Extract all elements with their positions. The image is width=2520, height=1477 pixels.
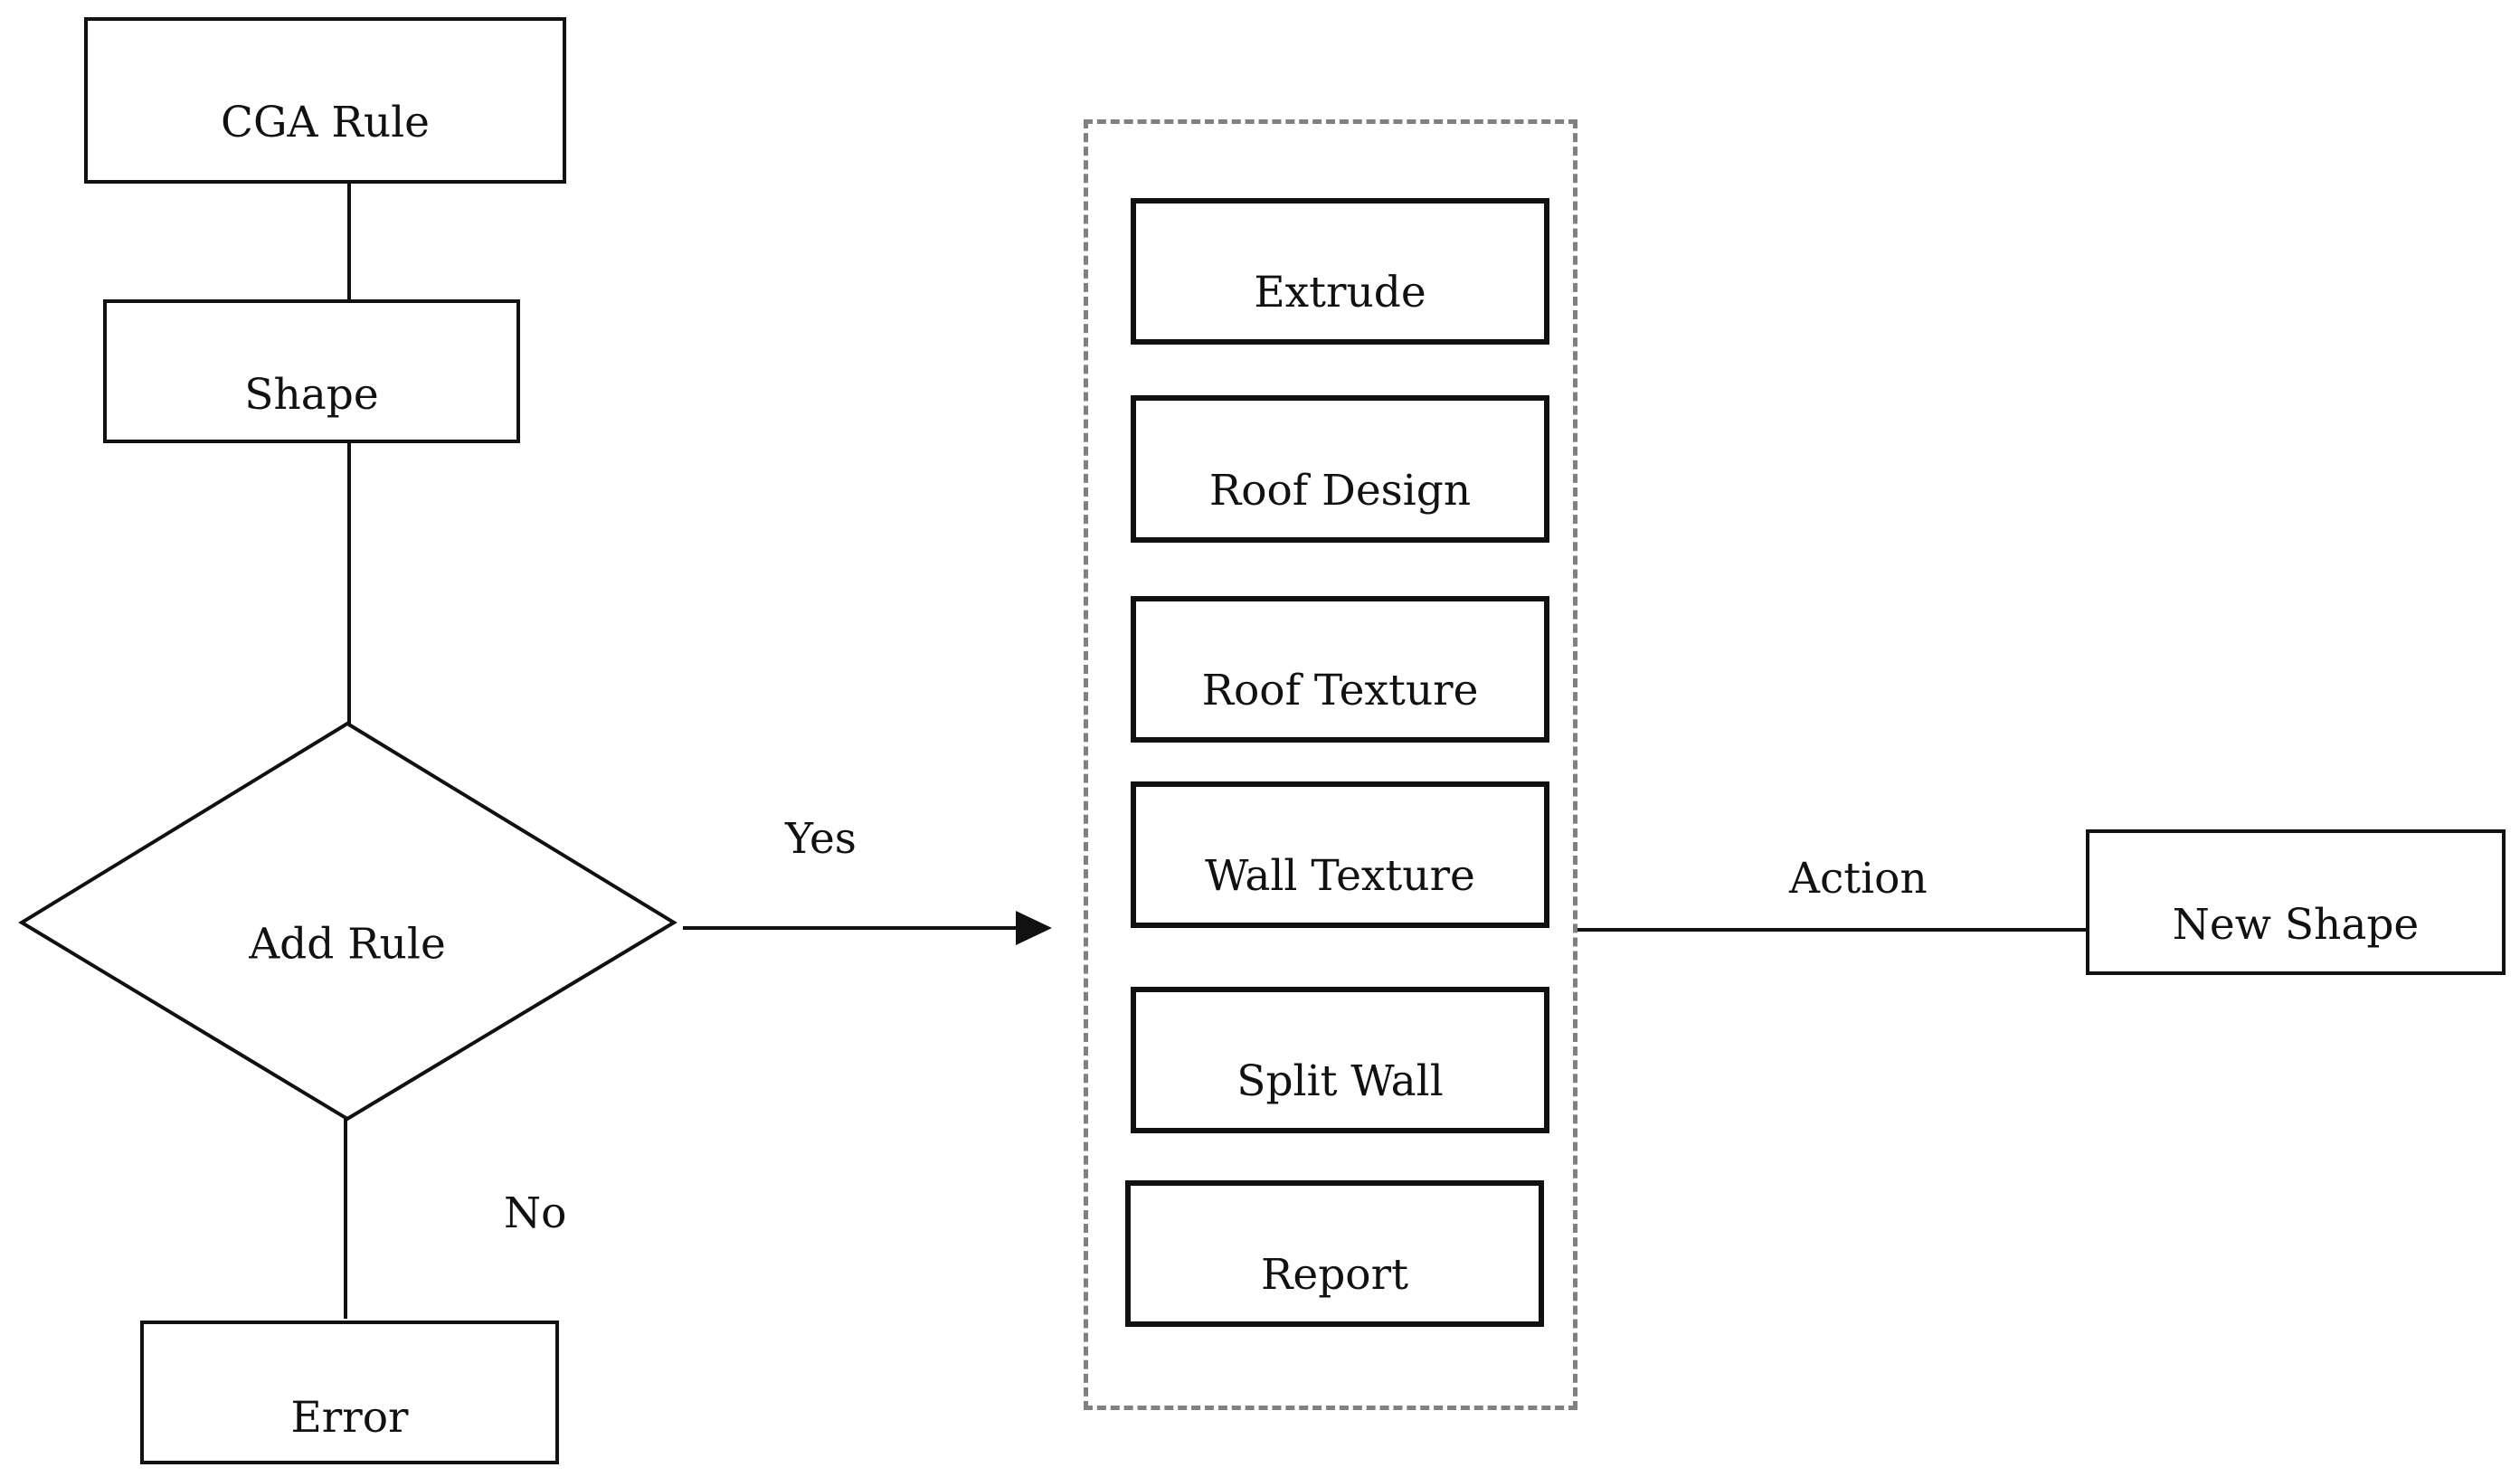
cga-rule-label: CGA Rule xyxy=(221,98,430,147)
action-label-split-wall: Split Wall xyxy=(1236,1056,1444,1106)
action-label-wall-texture: Wall Texture xyxy=(1205,851,1475,901)
shape-label: Shape xyxy=(244,370,379,420)
actions-group-frame xyxy=(1084,119,1577,1410)
cga-rule-box: CGA Rule xyxy=(84,17,566,184)
action-box-split-wall: Split Wall xyxy=(1131,987,1549,1133)
new-shape-box: New Shape xyxy=(2086,829,2506,975)
action-label-extrude: Extrude xyxy=(1254,268,1426,317)
shape-box: Shape xyxy=(103,299,520,443)
action-box-roof-design: Roof Design xyxy=(1131,395,1549,543)
action-label-report: Report xyxy=(1261,1250,1408,1300)
action-label-roof-design: Roof Design xyxy=(1208,466,1472,516)
edge-label-action: Action xyxy=(1789,854,1928,904)
error-label: Error xyxy=(290,1393,409,1443)
edge-label-no: No xyxy=(504,1188,567,1238)
action-box-extrude: Extrude xyxy=(1131,198,1549,345)
action-label-roof-texture: Roof Texture xyxy=(1201,666,1479,715)
edge-label-yes: Yes xyxy=(785,814,857,864)
new-shape-label: New Shape xyxy=(2172,900,2420,950)
action-box-report: Report xyxy=(1125,1180,1544,1327)
add-rule-label: Add Rule xyxy=(249,919,446,970)
action-box-wall-texture: Wall Texture xyxy=(1131,781,1549,928)
arrowhead-icon xyxy=(1016,911,1052,945)
action-box-roof-texture: Roof Texture xyxy=(1131,596,1549,743)
error-box: Error xyxy=(140,1321,559,1464)
